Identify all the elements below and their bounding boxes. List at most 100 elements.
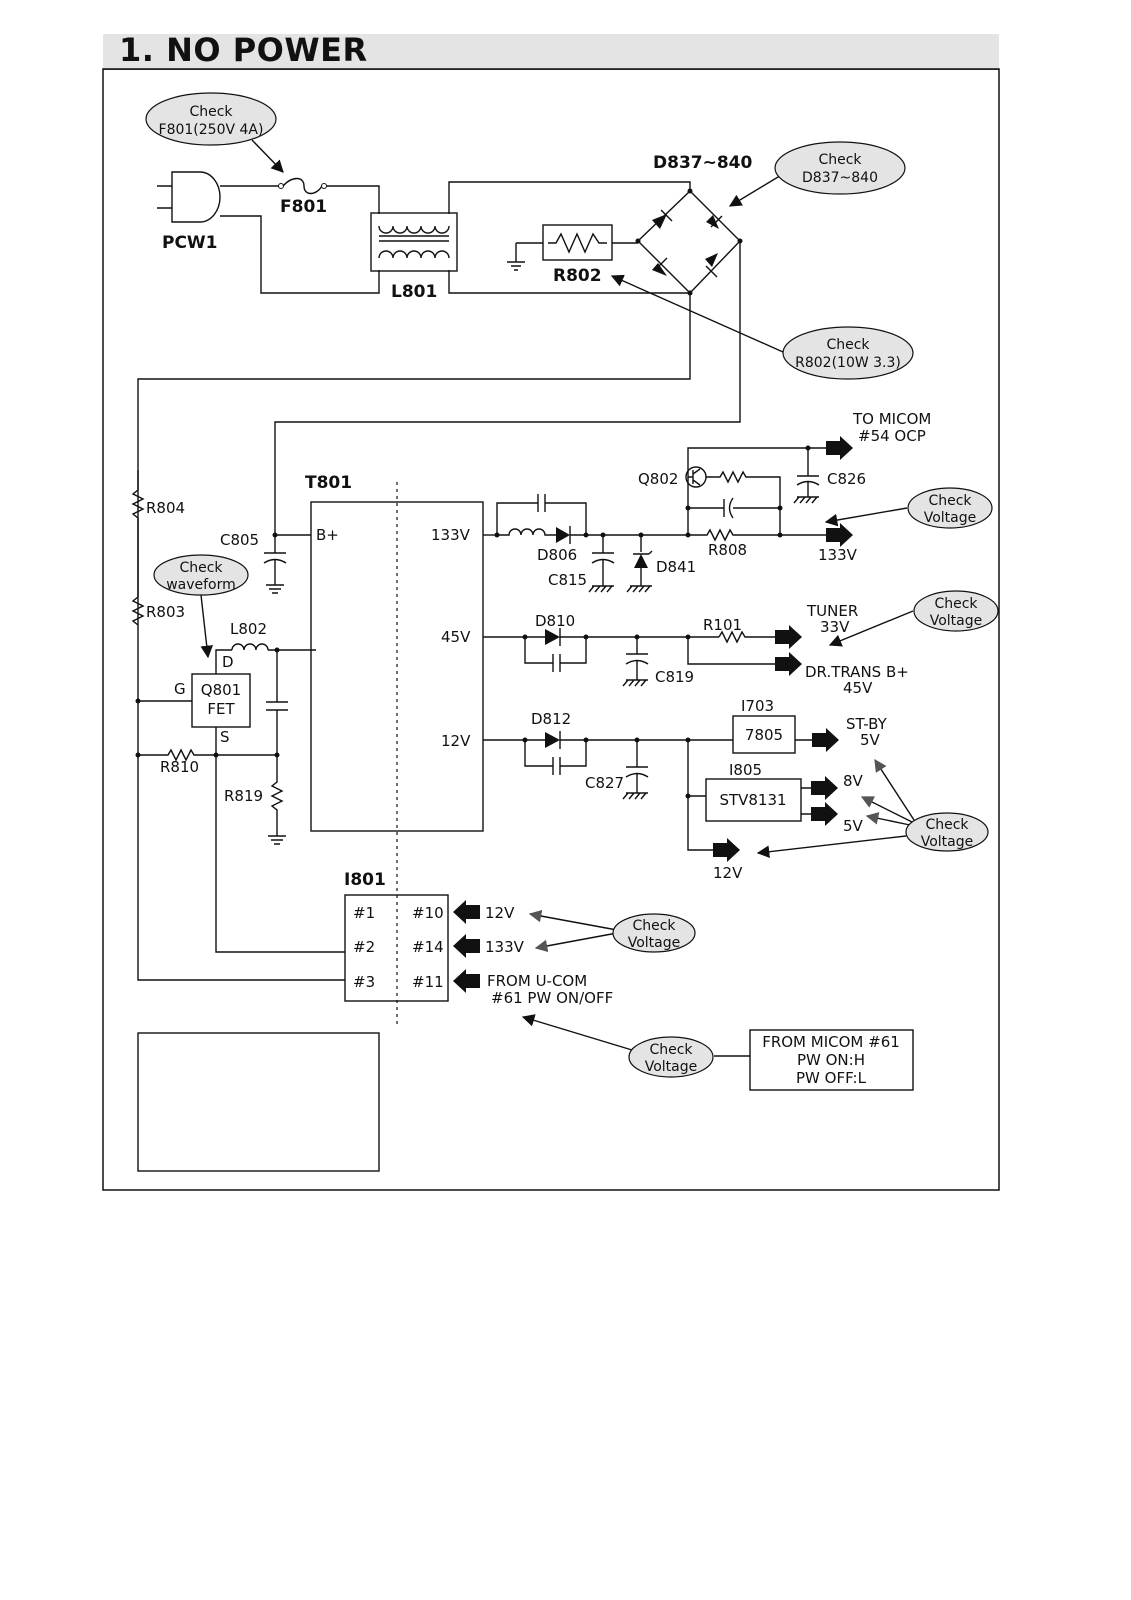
svg-text:Check: Check: [649, 1042, 693, 1058]
label-source: S: [220, 728, 230, 746]
label-i703: I703: [741, 697, 774, 715]
ic-i801: [344, 894, 449, 1002]
label-stv8131: STV8131: [719, 791, 786, 809]
label-tuner-33v: 33V: [820, 618, 850, 636]
label-5v: 5V: [843, 817, 864, 835]
label-gate: G: [174, 680, 186, 698]
arrow-133v-out: [826, 523, 853, 547]
label-from-ucom: FROM U-COM: [487, 972, 587, 990]
label-ocp: #54 OCP: [858, 427, 926, 445]
svg-text:Check: Check: [934, 596, 978, 612]
svg-text:Check: Check: [632, 918, 676, 934]
arrow-stby-5v: [812, 728, 839, 752]
label-r810: R810: [160, 758, 199, 776]
label-d837: D837~840: [653, 153, 752, 173]
label-7805: 7805: [745, 726, 783, 744]
svg-text:Check: Check: [826, 337, 870, 353]
arrow-in-ucom: [453, 969, 480, 993]
label-r819: R819: [224, 787, 263, 805]
label-q801: Q801: [201, 681, 241, 699]
label-fet: FET: [207, 700, 235, 718]
bubble-check-voltage-i801: Check Voltage: [612, 913, 696, 953]
label-pin10: #10: [412, 904, 444, 922]
regulator-7805: [732, 715, 796, 754]
capacitor-c826: [793, 475, 820, 504]
page-title: 1. NO POWER: [119, 31, 368, 69]
diode-d806: [556, 527, 570, 543]
line-filter-l801: [370, 212, 458, 272]
resistor-r803: [131, 596, 145, 626]
label-d806: D806: [537, 546, 577, 564]
diagram-frame: [102, 68, 1000, 1191]
empty-notes-box: [137, 1032, 380, 1172]
label-pw-onoff: #61 PW ON/OFF: [491, 989, 613, 1007]
label-pin11: #11: [412, 973, 444, 991]
resistor-r819: [268, 755, 286, 845]
capacitor-c805: [263, 535, 287, 594]
label-d810: D810: [535, 612, 575, 630]
transformer-t801: [310, 501, 484, 832]
zener-d841: [634, 554, 648, 568]
svg-text:Voltage: Voltage: [921, 834, 974, 850]
svg-text:Voltage: Voltage: [924, 510, 977, 526]
resistor-r802: [542, 224, 613, 261]
svg-text:F801(250V 4A): F801(250V 4A): [159, 122, 264, 138]
label-d841: D841: [656, 558, 696, 576]
arrow-5v: [811, 802, 838, 826]
capacitor-c827: [622, 740, 649, 800]
label-r804: R804: [146, 499, 185, 517]
label-stby: ST-BY: [846, 715, 888, 733]
bubble-check-d837: Check D837~840: [774, 141, 906, 195]
label-q802: Q802: [638, 470, 678, 488]
label-c819: C819: [655, 668, 694, 686]
label-b-plus: B+: [316, 526, 339, 544]
resistor-r810: [138, 748, 277, 762]
micom-info-box: [749, 1029, 914, 1091]
label-12v-out: 12V: [713, 864, 743, 882]
label-dr-trans-45v: 45V: [843, 679, 873, 697]
label-f801: F801: [280, 197, 327, 217]
svg-text:waveform: waveform: [166, 577, 236, 593]
bubble-check-voltage-regulators: Check Voltage: [905, 812, 989, 852]
arrow-12v-out: [713, 838, 740, 862]
power-plug-pcw1: [157, 171, 221, 223]
label-r808: R808: [708, 541, 747, 559]
label-pcw1: PCW1: [162, 233, 218, 253]
capacitor-c819: [622, 637, 649, 687]
arrow-in-12v: [453, 900, 480, 924]
arrow-in-133v: [453, 934, 480, 958]
arrow-tuner: [775, 625, 802, 649]
label-l802: L802: [230, 620, 267, 638]
arrow-dr-trans: [775, 652, 802, 676]
svg-text:Check: Check: [928, 493, 972, 509]
label-r101: R101: [703, 616, 742, 634]
resistor-r101: [718, 630, 775, 644]
label-i801: I801: [344, 870, 386, 890]
label-pw-on-h: PW ON:H: [797, 1051, 865, 1069]
bubble-check-r802: Check R802(10W 3.3): [782, 326, 914, 380]
resistor-r808: [688, 528, 826, 542]
svg-text:Check: Check: [818, 152, 862, 168]
label-c805: C805: [220, 531, 259, 549]
label-c815: C815: [548, 571, 587, 589]
label-t801-133v: 133V: [431, 526, 471, 544]
label-d812: D812: [531, 710, 571, 728]
bubble-check-voltage-ucom: Check Voltage: [628, 1036, 714, 1078]
label-drain: D: [222, 653, 234, 671]
label-micom-61: FROM MICOM #61: [762, 1033, 900, 1051]
svg-text:Voltage: Voltage: [930, 613, 983, 629]
label-i805: I805: [729, 761, 762, 779]
label-r803: R803: [146, 603, 185, 621]
label-t801-12v: 12V: [441, 732, 471, 750]
bubble-check-voltage-133v: Check Voltage: [907, 487, 993, 529]
label-pin2: #2: [353, 938, 375, 956]
label-l801: L801: [391, 282, 437, 302]
label-pin1: #1: [353, 904, 375, 922]
label-pin14: #14: [412, 938, 444, 956]
label-in-12v: 12V: [485, 904, 515, 922]
bubble-check-waveform: Check waveform: [153, 554, 249, 596]
svg-text:R802(10W 3.3): R802(10W 3.3): [795, 355, 901, 371]
bubble-check-f801: Check F801(250V 4A): [145, 92, 277, 146]
capacitor-c815: [588, 535, 615, 593]
